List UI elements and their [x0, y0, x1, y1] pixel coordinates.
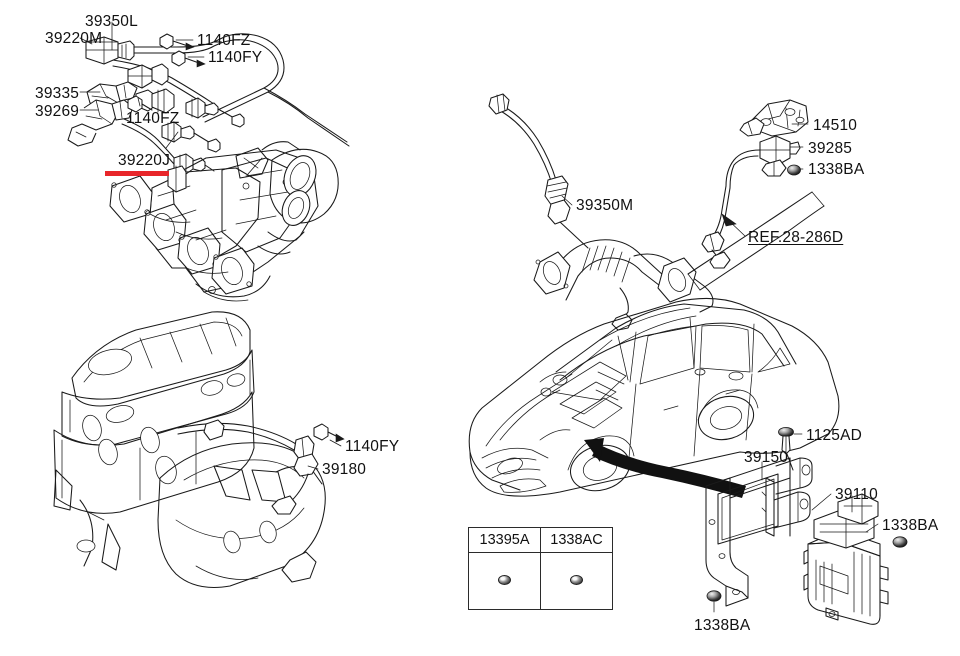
part-label-39220m: 39220M: [45, 30, 103, 47]
turbocharger: [235, 141, 339, 255]
part-label-1140fz: 1140FZ: [197, 32, 251, 49]
ecm-fasteners: [706, 426, 908, 602]
oxygen-sensor-bodies: [161, 97, 245, 153]
ecm-location-arrow: [584, 438, 746, 498]
table-header-row: 13395A 1338AC: [468, 527, 613, 553]
nut-1338ba-ecu: [892, 536, 908, 548]
parts-legend-table: 13395A 1338AC: [468, 527, 613, 610]
engine-block-intake-manifold: [53, 311, 345, 589]
nut-1338ba-top: [787, 164, 801, 176]
part-label-39269: 39269: [35, 103, 80, 120]
highlight-bar: [105, 171, 169, 176]
nut-washer-icon: [570, 575, 583, 585]
part-label-ref28286d: REF.28-286D: [748, 229, 844, 246]
sensor-39180: [177, 419, 319, 515]
part-label-39180: 39180: [322, 461, 367, 478]
part-label-39335: 39335: [35, 85, 80, 102]
exhaust-manifold-turbo-assembly: [109, 141, 339, 302]
wire-end-connector: [701, 231, 731, 269]
knock-sensor-bracket: [701, 99, 809, 269]
table-col-header: 13395A: [468, 527, 541, 553]
table-cell-icon: [468, 552, 541, 610]
part-label-39220j: 39220J: [118, 152, 171, 169]
part-label-1140fz: 1140FZ: [126, 110, 180, 127]
nut-washer-icon: [498, 575, 511, 585]
part-14510: [739, 99, 809, 137]
flex-bellows: [581, 245, 631, 283]
manifold-flanges: [109, 175, 255, 295]
connector-39350m-end: [488, 93, 510, 115]
part-label-1125ad: 1125AD: [806, 427, 863, 444]
ecm-module: [803, 493, 889, 625]
table-cell-icon: [540, 552, 613, 610]
bolt-1140fy-lower: [313, 423, 345, 443]
nut-1338ba-bracket: [706, 590, 722, 602]
part-label-39150: 39150: [744, 449, 789, 466]
table-body-row: [468, 552, 613, 610]
bolt-1140fy-upper: [171, 50, 206, 68]
part-label-39110: 39110: [835, 486, 878, 503]
ecm-bracket: [705, 457, 813, 607]
part-label-39285: 39285: [808, 140, 853, 157]
bolt-1125ad: [778, 426, 794, 471]
harness-clips: [127, 63, 169, 89]
bolt-1140fz-upper: [159, 33, 195, 51]
part-label-1140fy: 1140FY: [208, 49, 263, 66]
part-label-39350m: 39350M: [576, 197, 634, 214]
part-label-14510: 14510: [813, 117, 858, 134]
part-label-1140fy: 1140FY: [345, 438, 400, 455]
part-label-1338ba: 1338BA: [808, 161, 865, 178]
part-label-39350l: 39350L: [85, 13, 138, 30]
inline-connectors: [135, 88, 175, 114]
part-label-1338ba: 1338BA: [694, 617, 751, 634]
connector-39220m: [85, 36, 135, 65]
part-label-1338ba: 1338BA: [882, 517, 939, 534]
table-col-header: 1338AC: [540, 527, 613, 553]
oxygen-sensor-39350m: [544, 175, 589, 249]
leader-lines: [79, 21, 879, 613]
sensor-39285: [759, 135, 801, 177]
